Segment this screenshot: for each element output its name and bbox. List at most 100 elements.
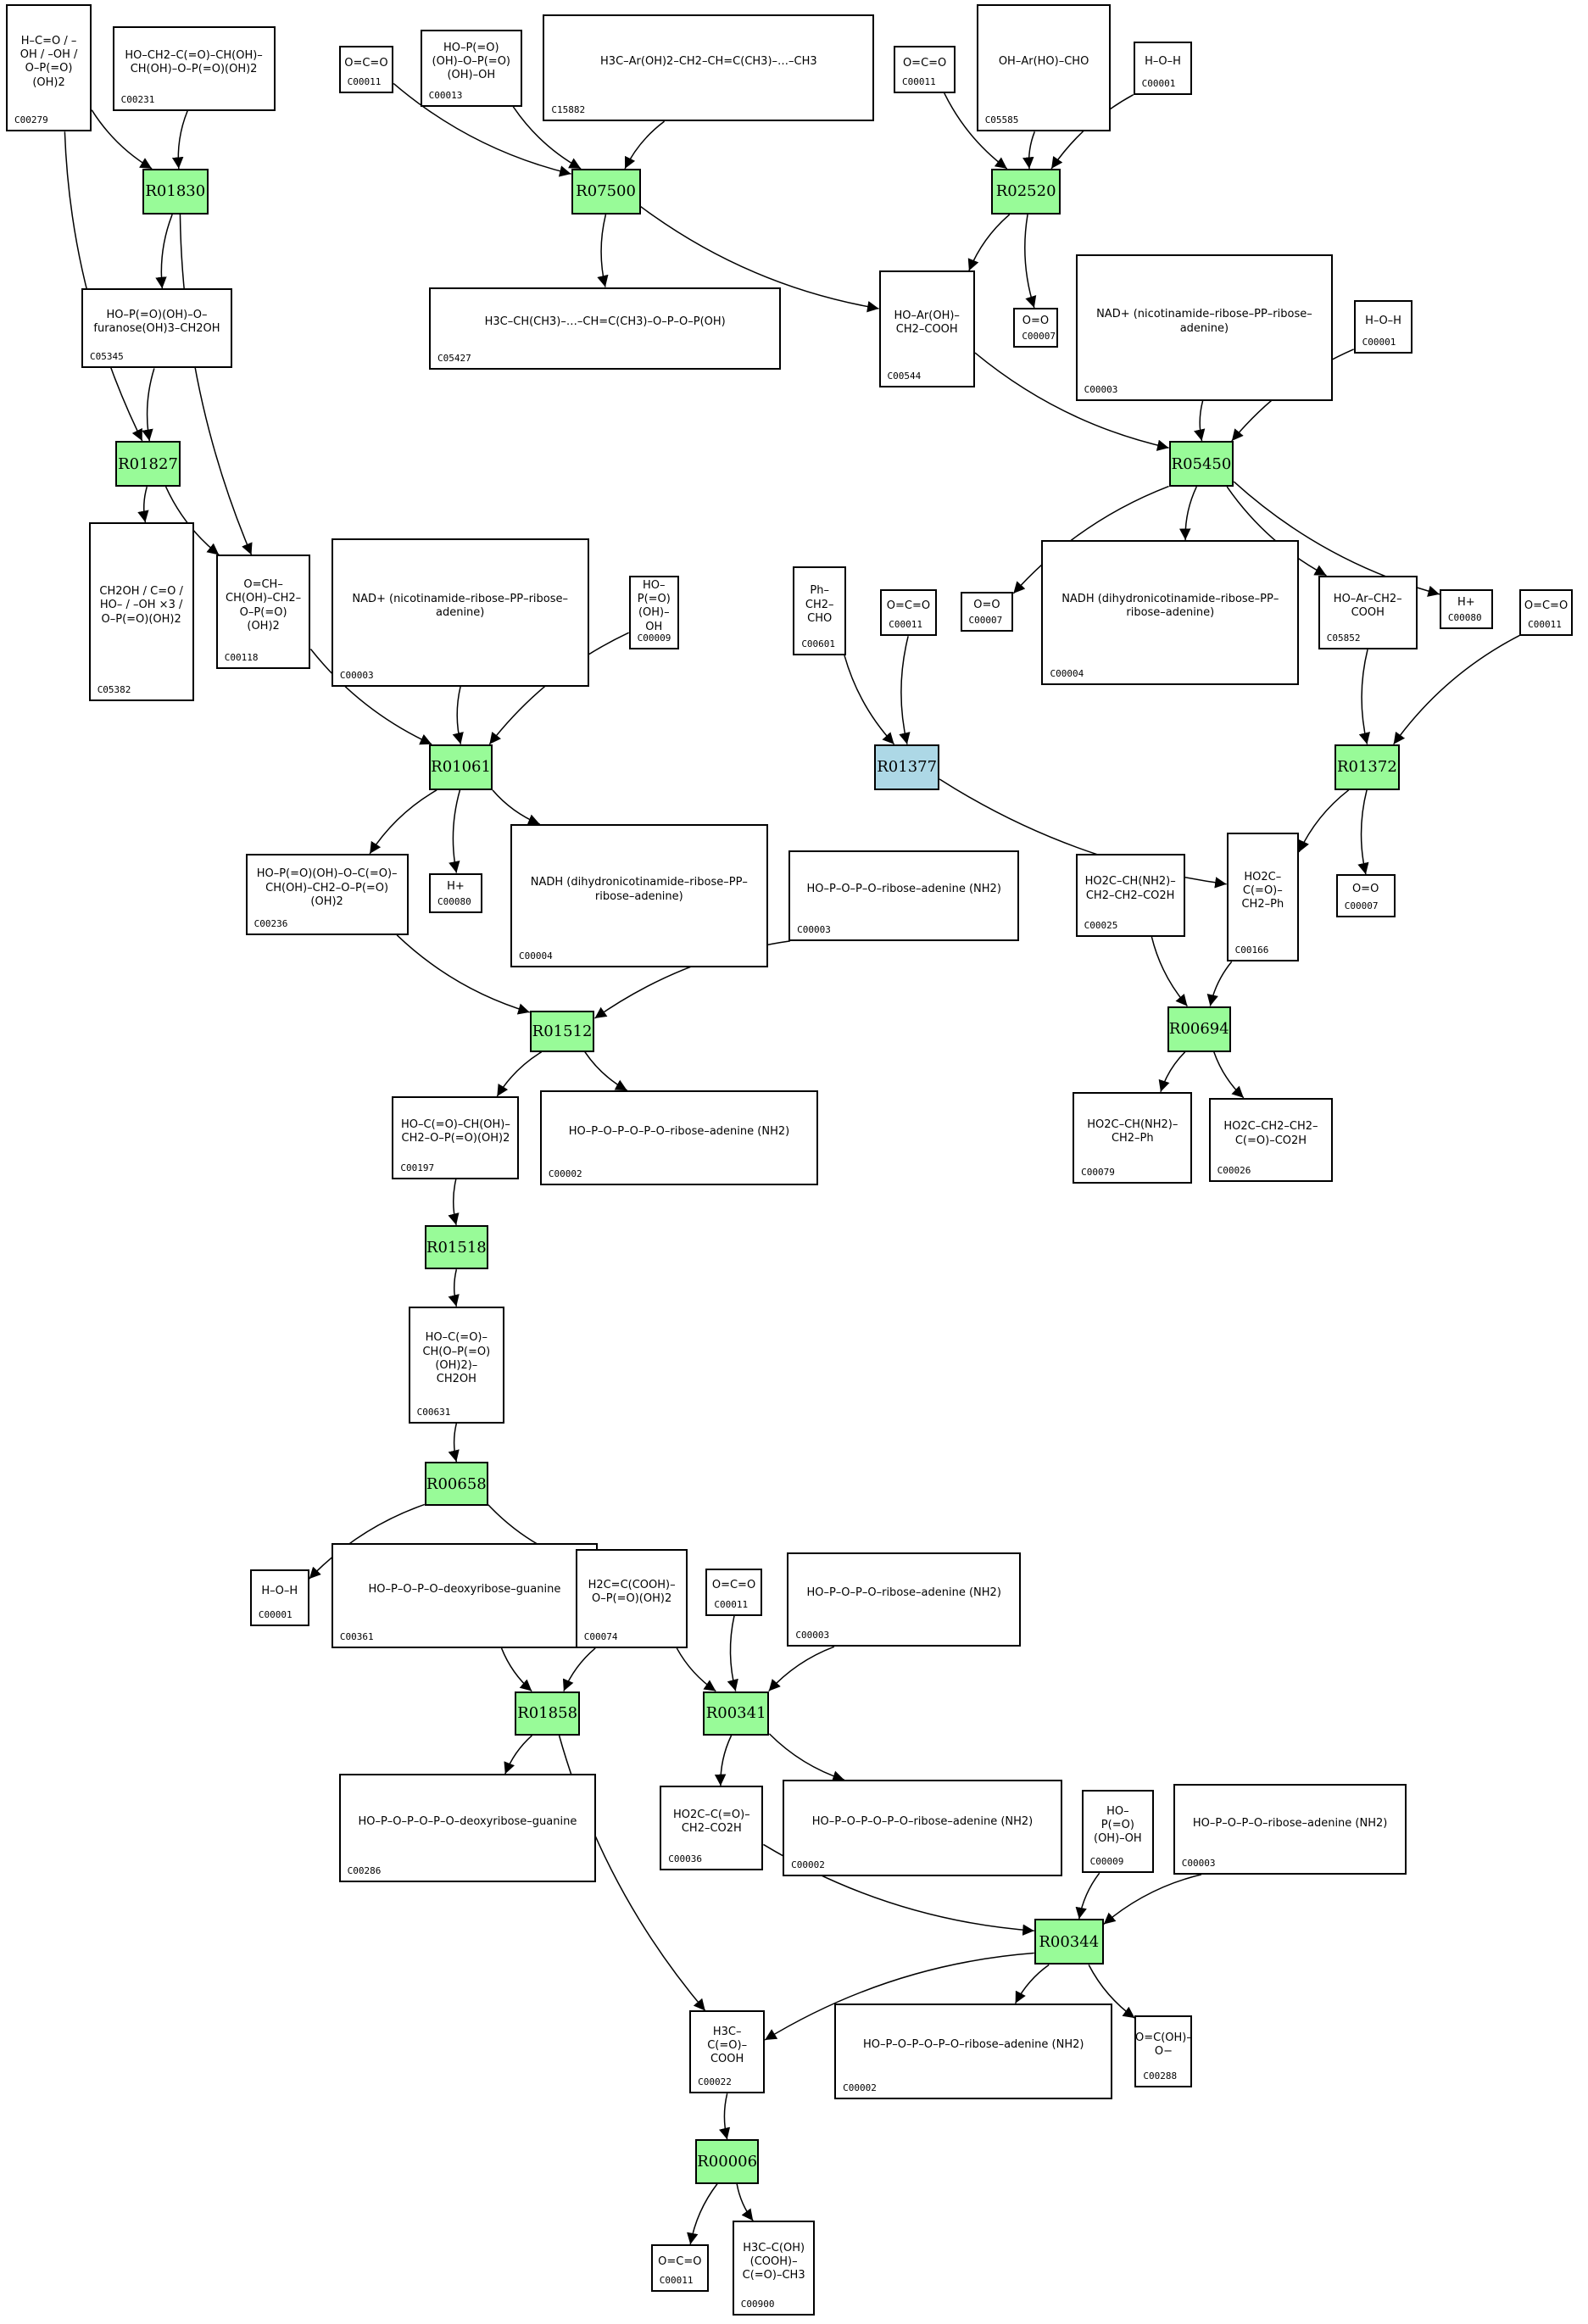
reaction-node-r00006[interactable]: R00006 — [695, 2139, 760, 2184]
reaction-node-r00344[interactable]: R00344 — [1034, 1919, 1104, 1965]
edge-arrow — [492, 789, 540, 826]
compound-node-c00236[interactable]: HO–P(=O)(OH)–O–C(=O)–CH(OH)–CH2–O–P(=O)(… — [245, 853, 409, 935]
compound-id-label: C00231 — [120, 93, 155, 105]
edge-arrow — [1151, 936, 1188, 1007]
reaction-node-r02520[interactable]: R02520 — [991, 168, 1061, 215]
compound-structure: O=O — [1351, 883, 1379, 896]
compound-node-c00003[interactable]: HO–P–O–P–O–ribose–adenine (NH2)C00003 — [1173, 1784, 1407, 1875]
reaction-node-r05450[interactable]: R05450 — [1168, 441, 1234, 488]
compound-node-c05427[interactable]: H3C–CH(CH3)–…–CH=C(CH3)–O–P–O–P(OH)C0542… — [429, 287, 782, 371]
compound-structure: O=C=O — [658, 2254, 702, 2268]
compound-node-c00004[interactable]: NADH (dihydronicotinamide–ribose–PP–ribo… — [510, 823, 768, 968]
compound-node-c00002[interactable]: HO–P–O–P–O–P–O–ribose–adenine (NH2)C0000… — [539, 1090, 818, 1185]
reaction-node-r01372[interactable]: R01372 — [1334, 744, 1400, 790]
compound-id-label: C00601 — [801, 638, 836, 650]
edge-arrow — [1088, 1965, 1135, 2019]
edge-arrow — [91, 109, 153, 170]
compound-node-c00003[interactable]: NAD+ (nicotinamide–ribose–PP–ribose–aden… — [1075, 254, 1334, 401]
compound-id-label: C00001 — [1141, 77, 1176, 89]
reaction-node-r01518[interactable]: R01518 — [424, 1224, 488, 1270]
compound-id-label: C15882 — [551, 104, 586, 116]
reaction-node-r01827[interactable]: R01827 — [115, 441, 181, 488]
compound-node-c00601[interactable]: Ph–CH2–CHO C00601 — [793, 566, 847, 656]
edge-arrow — [396, 934, 530, 1015]
reaction-node-r00341[interactable]: R00341 — [702, 1691, 770, 1736]
compound-node-c00002[interactable]: HO–P–O–P–O–P–O–ribose–adenine (NH2)C0000… — [783, 1780, 1062, 1876]
reaction-node-r01830[interactable]: R01830 — [142, 168, 209, 215]
reaction-node-r01061[interactable]: R01061 — [429, 744, 493, 790]
edge-arrow — [1298, 789, 1350, 853]
reaction-node-r07500[interactable]: R07500 — [571, 168, 641, 215]
compound-structure: HO–P–O–P–O–deoxyribose–guanine — [368, 1582, 561, 1596]
compound-node-c00288[interactable]: O=C(OH)–O−C00288 — [1134, 2015, 1193, 2088]
compound-node-c00003[interactable]: HO–P–O–P–O–ribose–adenine (NH2)C00003 — [788, 850, 1020, 941]
compound-node-c00080[interactable]: H+C00080 — [429, 872, 482, 913]
reaction-node-r00694[interactable]: R00694 — [1167, 1006, 1231, 1052]
reaction-node-r00658[interactable]: R00658 — [424, 1462, 488, 1507]
compound-node-c05382[interactable]: CH2OH / C=O / HO– / –OH ×3 / O–P(=O)(OH)… — [88, 521, 194, 702]
compound-structure: HO–CH2–C(=O)–CH(OH)–CH(OH)–O–P(=O)(OH)2 — [125, 48, 263, 76]
edge-arrow — [624, 120, 666, 170]
compound-node-c00003[interactable]: NAD+ (nicotinamide–ribose–PP–ribose–aden… — [331, 538, 589, 687]
compound-structure: H–O–H — [261, 1585, 298, 1598]
compound-structure: Ph–CH2–CHO — [805, 584, 834, 625]
compound-node-c00080[interactable]: H+C00080 — [1439, 588, 1493, 629]
compound-structure: HO–P–O–P–O–P–O–ribose–adenine (NH2) — [811, 1814, 1034, 1828]
compound-node-c00002[interactable]: HO–P–O–P–O–P–O–ribose–adenine (NH2)C0000… — [834, 2003, 1113, 2100]
compound-id-label: C00011 — [901, 75, 936, 87]
compound-node-c00003[interactable]: HO–P–O–P–O–ribose–adenine (NH2)C00003 — [787, 1552, 1022, 1647]
compound-id-label: C05427 — [437, 353, 471, 365]
compound-structure: NADH (dihydronicotinamide–ribose–PP–ribo… — [530, 876, 748, 903]
reaction-node-r01858[interactable]: R01858 — [515, 1691, 581, 1736]
edge-arrow — [155, 214, 173, 289]
compound-structure: O=O — [973, 599, 1000, 612]
compound-node-c00004[interactable]: NADH (dihydronicotinamide–ribose–PP–ribo… — [1041, 539, 1300, 685]
edge-arrow — [718, 2093, 731, 2140]
compound-structure: NAD+ (nicotinamide–ribose–PP–ribose–aden… — [352, 593, 569, 620]
edge-arrow — [309, 1503, 426, 1580]
edge-arrow — [500, 1647, 532, 1692]
compound-id-label: C00013 — [428, 89, 463, 101]
reaction-node-r01377[interactable]: R01377 — [874, 744, 940, 790]
edge-arrow — [736, 2183, 754, 2221]
reaction-node-r01512[interactable]: R01512 — [529, 1010, 595, 1052]
compound-id-label: C00026 — [1217, 1165, 1251, 1177]
compound-structure: O=C=O — [711, 1579, 756, 1592]
